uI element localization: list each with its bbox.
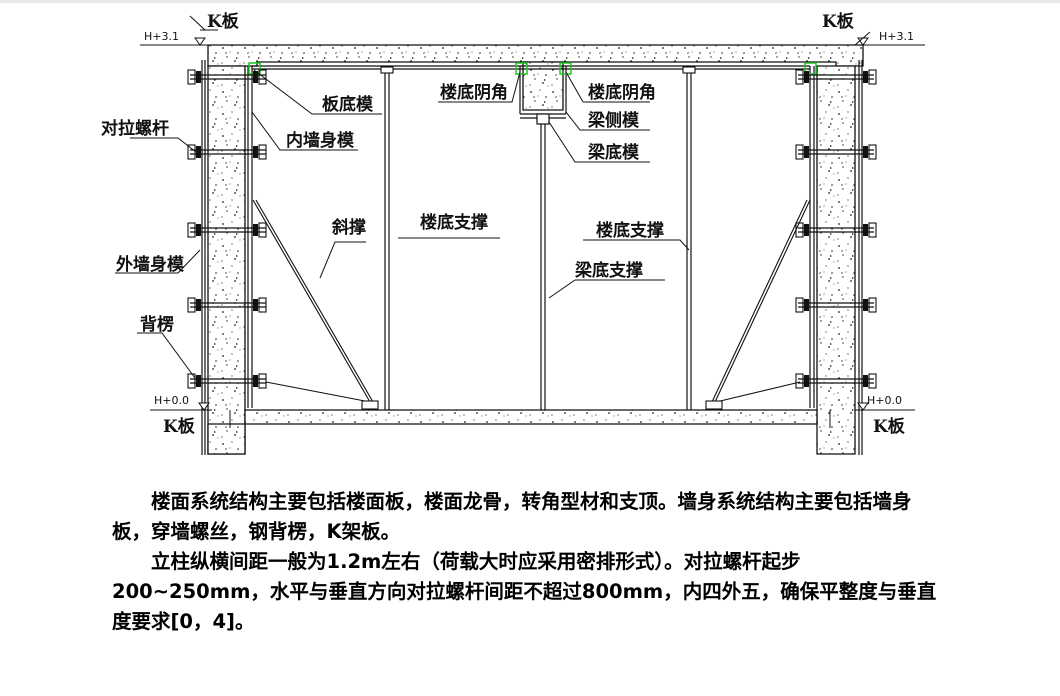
caption-paragraph-2: 立柱纵横间距一般为1.2m左右（荷载大时应采用密排形式）。对拉螺杆起步200~2…: [112, 550, 937, 633]
center-beam: [522, 61, 564, 111]
concrete-structure: [207, 44, 864, 455]
caption-text: 楼面系统结构主要包括楼面板，楼面龙骨，转角型材和支顶。墙身系统结构主要包括墙身板…: [112, 487, 944, 637]
k-board-label-top-left: K板: [207, 11, 240, 32]
diagonal-braces: [252, 199, 811, 403]
slab-inner-corner-left-label: 楼底阴角: [440, 82, 508, 103]
k-board-label-bottom-left: K板: [163, 416, 196, 437]
prop-heads: [380, 66, 696, 74]
formwork-section-diagram: K板 K板 K板 K板 H+3.1 H+3.1 H+0.0 H+0.0 对拉螺杆…: [0, 0, 1060, 455]
inner-corner-markers: [248, 62, 817, 75]
vertical-props: [384, 72, 692, 410]
level-label-top-right: H+3.1: [879, 30, 914, 43]
beam-bottom-block: [536, 113, 550, 125]
k-board-label-bottom-right: K板: [873, 416, 906, 437]
slab-support-right-label: 楼底支撑: [596, 220, 664, 241]
tie-rod-label: 对拉螺杆: [101, 118, 169, 139]
right-wall: [816, 65, 856, 455]
beam-support-label: 梁底支撑: [574, 260, 643, 281]
tie-rods: [190, 74, 874, 384]
inner-wall-formwork-label: 内墙身模: [286, 130, 355, 151]
beam-bottom-formwork-label: 梁底模: [587, 142, 640, 163]
beam-side-formwork-label: 梁侧模: [587, 110, 640, 131]
brace-feet: [361, 400, 723, 410]
slab-bottom-formwork-label: 板底模: [322, 94, 374, 115]
level-label-bottom-left: H+0.0: [154, 394, 189, 407]
lower-left-wall: [207, 423, 246, 455]
diagonal-brace-label: 斜撑: [331, 217, 366, 238]
tie-rod-nuts: [196, 71, 868, 387]
outer-wall-formwork-label: 外墙身模: [116, 254, 185, 275]
leader-lines: [115, 15, 871, 428]
ground-slab: [244, 409, 818, 425]
slab-inner-corner-right-label: 楼底阴角: [588, 82, 656, 103]
caption-paragraph-1: 楼面系统结构主要包括楼面板，楼面龙骨，转角型材和支顶。墙身系统结构主要包括墙身板…: [112, 490, 912, 543]
left-wall: [207, 65, 246, 455]
steel-purlin-label: 背楞: [140, 314, 174, 335]
k-board-label-top-right: K板: [822, 11, 855, 32]
formwork-boards: [201, 60, 863, 455]
slab-support-left-label: 楼底支撑: [420, 212, 488, 233]
level-label-bottom-right: H+0.0: [867, 394, 902, 407]
level-label-top-left: H+3.1: [144, 30, 179, 43]
